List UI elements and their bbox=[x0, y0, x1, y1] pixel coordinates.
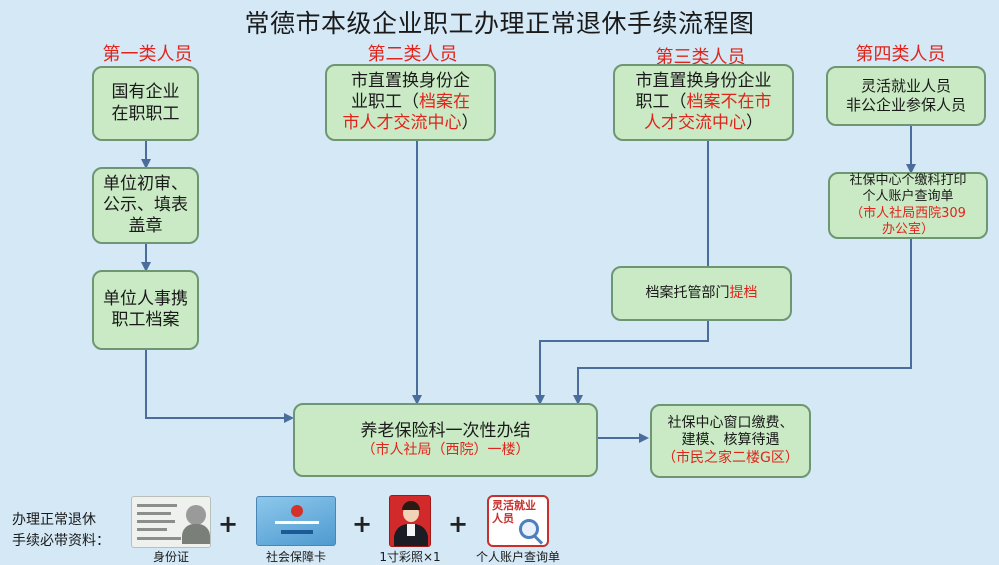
c2-box1-content: 市直置换身份企 业职工（档案在 市人才交流中心） bbox=[343, 71, 479, 135]
social-security-card-icon bbox=[256, 496, 336, 546]
arrow-c1-3 bbox=[145, 350, 294, 423]
c4-print-account-box: 社保中心个缴科打印 个人账户查询单 （市人社局西院309 办公室） bbox=[828, 172, 988, 239]
plus-sign-3: + bbox=[448, 510, 469, 538]
main-line2: （市人社局（西院）一楼） bbox=[361, 441, 530, 458]
c1-bring-files-box: 单位人事携 职工档案 bbox=[92, 270, 199, 350]
c3-box1-text-a: 市直置换身份企业 职工（ bbox=[635, 70, 772, 112]
category-3-label: 第三类人员 bbox=[655, 47, 746, 68]
c1-box2-text: 单位初审、 公示、填表 盖章 bbox=[103, 173, 188, 237]
plus-sign-1: + bbox=[218, 510, 239, 538]
plus-sign-2: + bbox=[352, 510, 373, 538]
page-title: 常德市本级企业职工办理正常退休手续流程图 bbox=[244, 9, 755, 38]
magnifier-icon bbox=[519, 519, 539, 539]
c3-file-retrieval-box: 档案托管部门提档 bbox=[611, 266, 792, 321]
main-line1: 养老保险科一次性办结 bbox=[360, 420, 531, 441]
magnifier-handle bbox=[533, 535, 544, 545]
c1-box1-text: 国有企业 在职职工 bbox=[111, 82, 180, 124]
c3-box1-text-red: 档案不在市 人才交流中心 bbox=[644, 91, 772, 134]
id-card-icon bbox=[131, 496, 211, 548]
c2-box1-text-a: 市直置换身份企 业职工（ bbox=[351, 70, 470, 112]
c1-box3-text: 单位人事携 职工档案 bbox=[103, 288, 188, 330]
c3-box1-text-b: ） bbox=[746, 113, 763, 134]
account-inquiry-badge: 灵活就业 人员 bbox=[492, 499, 536, 526]
c2-box1-text-b: ） bbox=[461, 113, 479, 134]
photo-caption: 1寸彩照×1 bbox=[379, 550, 441, 564]
c1-state-owned-employees-box: 国有企业 在职职工 bbox=[92, 66, 199, 141]
id-card-caption: 身份证 bbox=[152, 550, 189, 564]
category-2-label: 第二类人员 bbox=[367, 44, 458, 65]
c4-box1-text: 灵活就业人员 非公企业参保人员 bbox=[845, 77, 966, 114]
account-inquiry-caption: 个人账户查询单 bbox=[475, 550, 560, 564]
photo-icon bbox=[389, 495, 431, 547]
final-line2: （市民之家二楼G区） bbox=[662, 449, 799, 466]
c3-box2-text-a: 档案托管部门 bbox=[645, 284, 730, 301]
category-4-label: 第四类人员 bbox=[855, 44, 946, 65]
category-1-label: 第一类人员 bbox=[102, 44, 193, 65]
arrow-c3-2 bbox=[535, 321, 709, 405]
c1-initial-review-box: 单位初审、 公示、填表 盖章 bbox=[92, 167, 199, 244]
social-security-card-caption: 社会保障卡 bbox=[265, 550, 326, 564]
c4-box2-text-red: （市人社局西院309 办公室） bbox=[850, 205, 966, 237]
c2-municipal-employees-box: 市直置换身份企 业职工（档案在 市人才交流中心） bbox=[325, 64, 496, 141]
arrow-c4-2 bbox=[573, 239, 912, 405]
c4-box2-text: 社保中心个缴科打印 个人账户查询单 bbox=[849, 173, 967, 205]
final-payment-box: 社保中心窗口缴费、 建模、核算待遇 （市民之家二楼G区） bbox=[650, 404, 811, 478]
c3-box2-content: 档案托管部门提档 bbox=[646, 285, 758, 303]
c3-municipal-employees-box: 市直置换身份企业 职工（档案不在市 人才交流中心） bbox=[613, 64, 794, 141]
pension-processing-box: 养老保险科一次性办结 （市人社局（西院）一楼） bbox=[293, 403, 598, 477]
c4-flexible-employment-box: 灵活就业人员 非公企业参保人员 bbox=[826, 66, 986, 126]
final-line1: 社保中心窗口缴费、 建模、核算待遇 bbox=[667, 414, 794, 449]
c3-box2-text-red: 提档 bbox=[729, 284, 758, 301]
required-documents-label: 办理正常退休 手续必带资料： bbox=[12, 512, 110, 549]
c3-box1-content: 市直置换身份企业 职工（档案不在市 人才交流中心） bbox=[636, 71, 772, 135]
account-inquiry-icon: 灵活就业 人员 bbox=[487, 495, 549, 547]
c2-box1-text-red: 档案在 市人才交流中心 bbox=[342, 91, 471, 134]
